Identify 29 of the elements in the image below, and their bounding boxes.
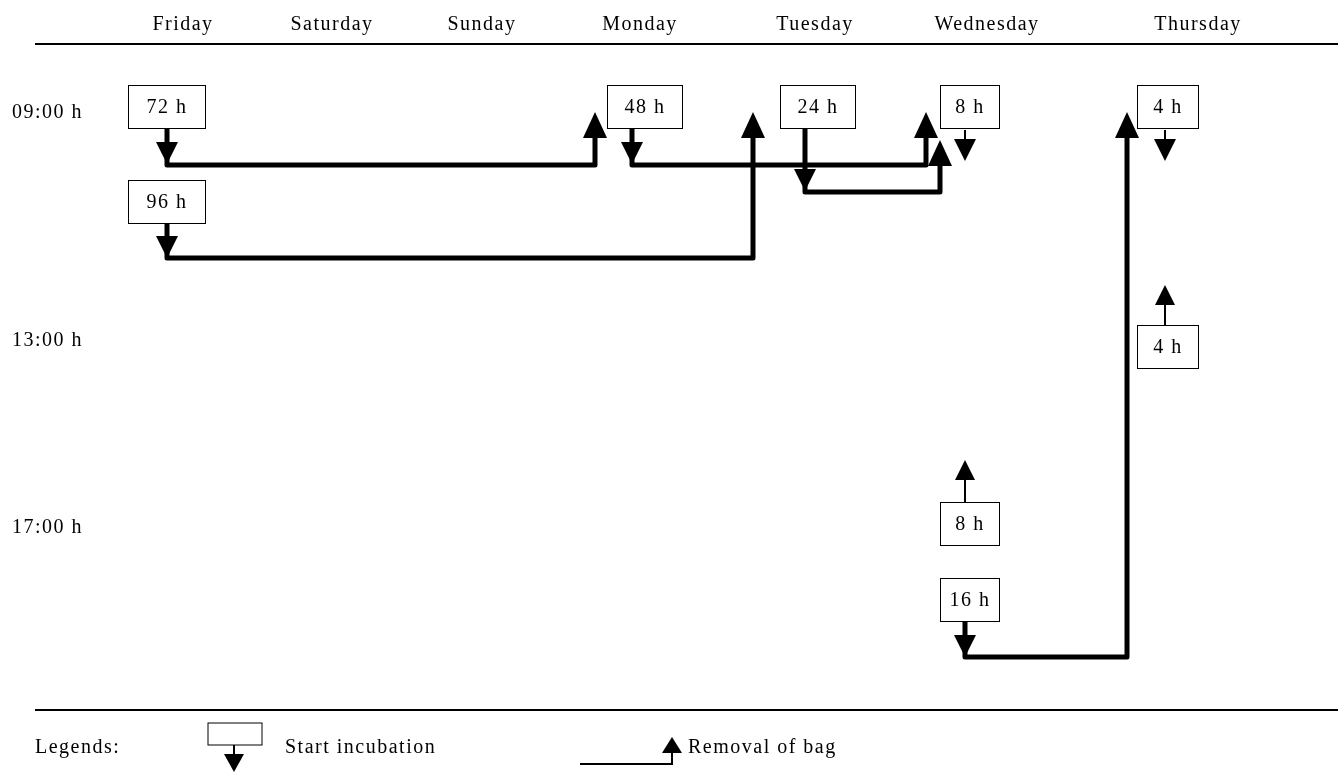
day-label: Wednesday <box>934 12 1040 35</box>
duration-box: 48 h <box>607 85 683 129</box>
removal-arrow <box>802 129 952 195</box>
day-label: Friday <box>152 12 214 35</box>
time-label: 13:00 h <box>12 328 84 351</box>
day-label: Saturday <box>290 12 374 35</box>
removal-arrow <box>1155 285 1175 326</box>
removal-arrow <box>164 112 607 168</box>
time-label: 17:00 h <box>12 515 84 538</box>
day-label: Sunday <box>447 12 517 35</box>
removal-arrow <box>962 112 1139 660</box>
removal-arrow <box>164 112 765 261</box>
removal-arrow <box>629 112 938 168</box>
duration-box: 4 h <box>1137 85 1199 129</box>
duration-box: 8 h <box>940 502 1000 546</box>
duration-box: 24 h <box>780 85 856 129</box>
day-label: Tuesday <box>776 12 854 35</box>
duration-box: 8 h <box>940 85 1000 129</box>
legend-label: Removal of bag <box>688 735 837 758</box>
day-label: Thursday <box>1154 12 1242 35</box>
duration-box: 4 h <box>1137 325 1199 369</box>
legend-title: Legends: <box>35 735 121 758</box>
time-label: 09:00 h <box>12 100 84 123</box>
removal-arrow <box>955 460 975 503</box>
legend-label: Start incubation <box>285 735 437 758</box>
day-label: Monday <box>602 12 678 35</box>
duration-box: 16 h <box>940 578 1000 622</box>
duration-box: 72 h <box>128 85 206 129</box>
duration-box: 96 h <box>128 180 206 224</box>
